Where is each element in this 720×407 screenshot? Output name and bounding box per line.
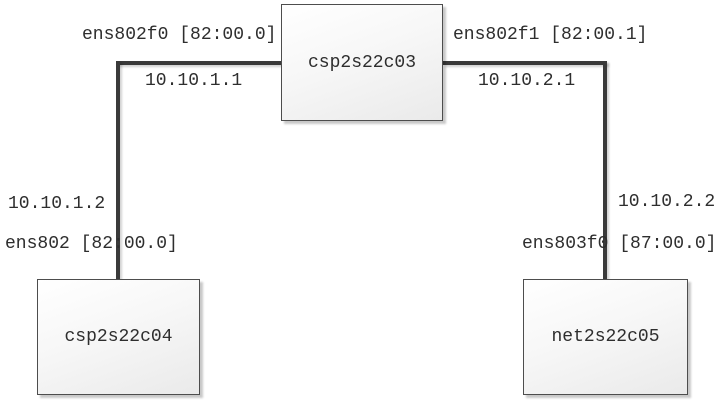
label-right-link-top-interface: ens802f1 [82:00.1]	[453, 25, 648, 45]
node-csp2s22c03-label: csp2s22c03	[307, 52, 417, 73]
link-right-horizontal-segment	[443, 61, 607, 65]
label-right-link-bottom-interface: ens803f0 [87:00.0]	[522, 234, 717, 254]
label-left-link-bottom-interface: ens802 [82:00.0]	[5, 234, 178, 254]
label-left-link-top-ip: 10.10.1.1	[145, 71, 243, 91]
link-left-horizontal-segment	[116, 61, 281, 65]
node-net2s22c05: net2s22c05	[523, 279, 688, 395]
label-right-link-bottom-ip: 10.10.2.2	[618, 192, 716, 212]
label-left-link-top-interface: ens802f0 [82:00.0]	[82, 25, 277, 45]
node-net2s22c05-label: net2s22c05	[551, 327, 660, 347]
node-csp2s22c04-label: csp2s22c04	[64, 327, 173, 347]
node-csp2s22c04: csp2s22c04	[37, 279, 200, 395]
label-right-link-top-ip: 10.10.2.1	[478, 71, 576, 91]
label-left-link-bottom-ip: 10.10.1.2	[8, 194, 106, 214]
node-csp2s22c03: csp2s22c03	[281, 4, 443, 121]
link-right-vertical-segment	[603, 61, 607, 279]
link-left-vertical-segment	[116, 61, 120, 279]
